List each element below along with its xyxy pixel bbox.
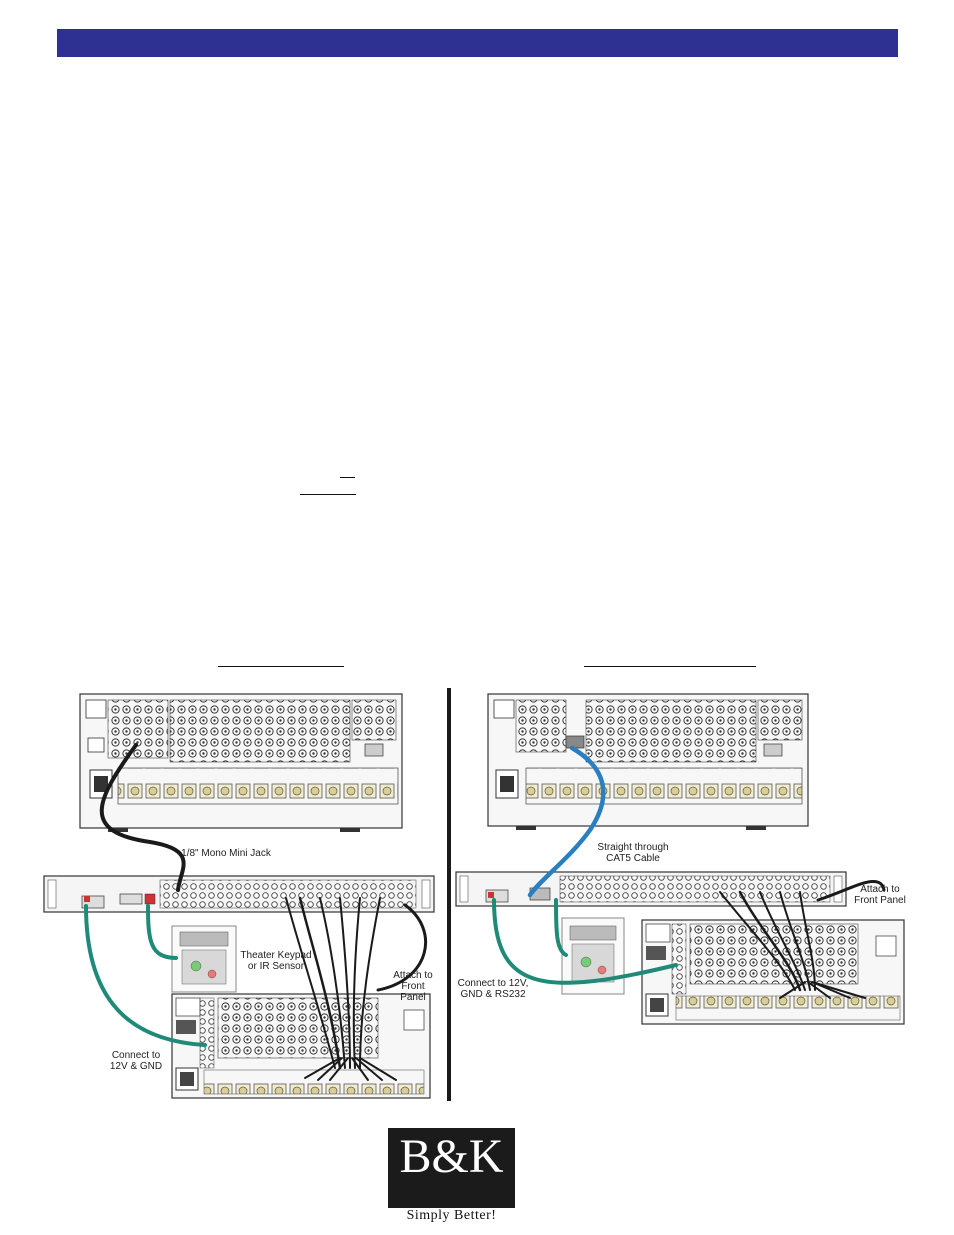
header-bar — [57, 29, 898, 57]
left-controller — [43, 875, 435, 913]
left-diagram-heading-underline — [218, 666, 344, 667]
left-receiver — [79, 693, 403, 832]
bk-logo: B&K — [388, 1128, 515, 1208]
left-wires — [84, 743, 428, 1081]
right-amplifier — [641, 919, 905, 1025]
right-receiver — [487, 693, 809, 830]
attach-front-panel-right-label: Attach to Front Panel — [854, 884, 906, 906]
cat5-cable-label: Straight through CAT5 Cable — [597, 842, 669, 864]
left-amplifier — [171, 993, 431, 1099]
right-controller — [455, 871, 847, 907]
left-keypad — [171, 925, 237, 993]
text-underline — [300, 494, 356, 495]
connect-12v-gnd-label: Connect to 12V & GND — [109, 1050, 163, 1072]
attach-front-panel-left-label: Attach to Front Panel — [393, 970, 433, 1003]
right-wires — [492, 745, 886, 999]
mini-jack-label: 1/8" Mono Mini Jack — [181, 848, 271, 859]
right-diagram-heading-underline — [584, 666, 756, 667]
diagram-divider — [447, 688, 451, 1101]
keypad-label: Theater Keypad or IR Sensor — [240, 950, 312, 972]
bk-tagline: Simply Better! — [406, 1208, 497, 1223]
bk-logo-mark: B&K — [399, 1130, 504, 1183]
connect-12v-gnd-rs232-label: Connect to 12V, GND & RS232 — [457, 978, 529, 1000]
text-underline — [340, 477, 355, 478]
